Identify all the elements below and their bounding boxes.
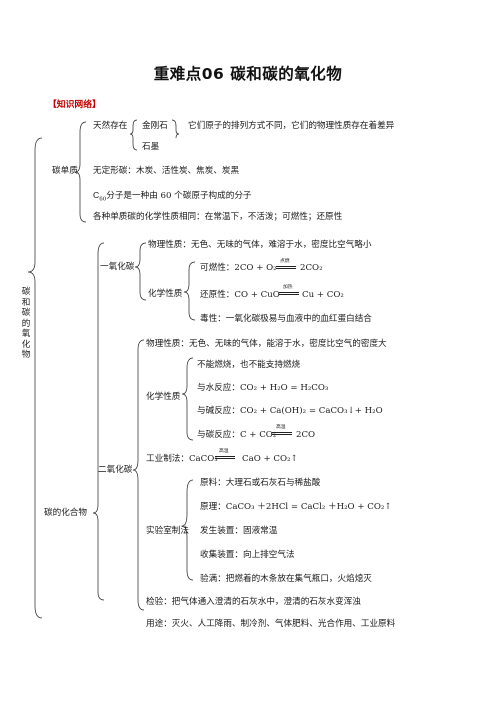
amorphous-carbon-text: 无定形碳：木炭、活性炭、焦炭、炭黑: [93, 166, 240, 176]
co-flammable-arrow-2: [276, 268, 296, 269]
co-toxicity-text: 毒性：一氧化碳极易与血液中的血红蛋白结合: [200, 314, 372, 324]
co2-collection-text: 收集装置：向上排空气法: [200, 550, 295, 560]
c60-text: C60分子是一种由 60 个碳原子构成的分子: [93, 190, 252, 206]
co2-carbon-reaction: 与碳反应：C + CO₂: [197, 430, 277, 440]
co2-carbon-condition: 高温: [276, 425, 286, 430]
carbon-compounds-label: 碳的化合物: [44, 508, 87, 518]
co2-materials-text: 原料：大理石或石灰石与稀盐酸: [200, 478, 321, 488]
co2-water-reaction: 与水反应：CO₂ + H₂O = H₂CO₃: [197, 383, 329, 393]
co-reducing-condition: 加热: [283, 285, 293, 290]
elemental-carbon-label: 碳单质: [52, 166, 78, 176]
c60-symbol: C: [93, 190, 100, 200]
co2-label: 二氧化碳: [98, 465, 133, 475]
page-title: 重难点06 碳和碳的氧化物: [153, 65, 343, 83]
co-reducing-arrow: [279, 292, 299, 293]
co2-industry-arrow: [215, 456, 235, 457]
co-chemical-label: 化学性质: [148, 289, 183, 299]
co2-test-text: 检验：把气体通入澄清的石灰水中，澄清的石灰水变浑浊: [146, 597, 361, 607]
co-reducing-arrow-2: [279, 294, 299, 295]
co2-carbon-arrow: [272, 432, 292, 433]
co2-carbon-product: 2CO: [296, 430, 316, 440]
co2-industry-product: CaO + CO₂↑: [242, 454, 298, 464]
co-physical-text: 物理性质：无色、无味的气体，难溶于水，密度比空气略小: [148, 240, 372, 250]
co2-chemical-label: 化学性质: [146, 392, 181, 402]
natural-existence-label: 天然存在: [93, 121, 128, 131]
diamond-label: 金刚石: [142, 121, 168, 131]
co2-check-full-text: 验满：把燃着的木条放在集气瓶口，火焰熄灭: [200, 574, 372, 584]
structure-difference-text: 它们原子的排列方式不同，它们的物理性质存在着差异: [188, 121, 395, 131]
co-label: 一氧化碳: [100, 262, 135, 272]
co2-uses-text: 用途：灭火、人工降雨、制冷剂、气体肥料、光合作用、工业原料: [146, 619, 396, 629]
co2-no-burn-text: 不能燃烧，也不能支持燃烧: [197, 360, 301, 370]
c60-description: 分子是一种由 60 个碳原子构成的分子: [106, 191, 252, 201]
section-label: 【知识网络】: [48, 100, 101, 110]
co-flammable-arrow: [276, 266, 296, 267]
co2-industry-equation: 工业制法：CaCO₃: [146, 454, 218, 464]
co-reducing-equation: 还原性：CO + CuO: [200, 290, 280, 300]
co2-industry-arrow-2: [215, 458, 235, 459]
co2-physical-text: 物理性质：无色、无味的气体，能溶于水，密度比空气的密度大: [146, 339, 387, 349]
co2-base-reaction: 与碱反应：CO₂ + Ca(OH)₂ = CaCO₃↓+ H₂O: [197, 406, 383, 416]
graphite-label: 石墨: [142, 142, 160, 152]
co2-carbon-arrow-2: [272, 434, 292, 435]
co2-apparatus-text: 发生装置：固液常温: [200, 526, 278, 536]
co-flammable-condition: 点燃: [280, 259, 290, 264]
chemical-property-text: 各种单质碳的化学性质相同：在常温下，不活泼；可燃性；还原性: [93, 212, 343, 222]
co2-industry-condition: 高温: [219, 449, 229, 454]
c60-subscript: 60: [99, 196, 107, 203]
co-flammable-equation: 可燃性：2CO + O₂: [200, 263, 277, 273]
root-label: 碳和碳的氧化物: [21, 287, 31, 360]
co-flammable-product: 2CO₂: [300, 263, 323, 273]
co2-lab-label: 实验室制法: [146, 526, 189, 536]
co2-principle-text: 原理：CaCO₃ ＋2HCl = CaCl₂ ＋H₂O + CO₂↑: [200, 502, 392, 512]
co-reducing-product: Cu + CO₂: [302, 290, 344, 300]
